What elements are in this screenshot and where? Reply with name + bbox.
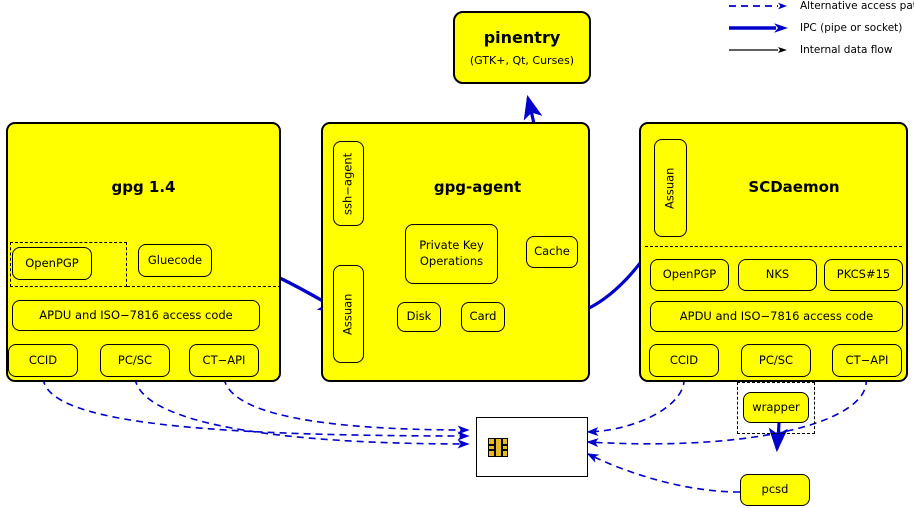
agent-node-cache[interactable]: Cache	[526, 236, 578, 268]
agent-node-private-key-operations[interactable]: Private Key Operations	[405, 224, 498, 284]
altpath-gpg-ccid-to-card	[42, 377, 470, 441]
agent-node-card[interactable]: Card	[461, 302, 505, 332]
altpath-scd-ccid-to-card	[586, 377, 685, 437]
scd-divider	[645, 246, 902, 247]
gpg-node-pcsc[interactable]: PC/SC	[100, 344, 170, 377]
pinentry-box[interactable]: pinentry (GTK+, Qt, Curses)	[453, 11, 591, 84]
scd-node-pkcs15[interactable]: PKCS#15	[824, 259, 903, 291]
gpg-node-gluecode[interactable]: Gluecode	[138, 244, 212, 277]
legend-item-alternative-access-paths: Alternative access paths	[728, 0, 914, 12]
legend-label-ipc: IPC (pipe or socket)	[800, 22, 903, 34]
scd-node-nks[interactable]: NKS	[738, 259, 817, 291]
gpg-card-driver-region	[10, 242, 127, 287]
scd-node-ctapi[interactable]: CT−API	[832, 344, 902, 377]
legend-thin-arrow-icon	[729, 47, 787, 53]
legend-label-alternative-access-paths: Alternative access paths	[800, 0, 914, 12]
node-pcscd[interactable]: pcsd	[740, 474, 810, 506]
legend-label-internal-data-flow: Internal data flow	[800, 44, 893, 56]
altpath-gpg-ctapi-to-card	[223, 377, 470, 435]
scd-node-ccid[interactable]: CCID	[649, 344, 719, 377]
agent-node-disk[interactable]: Disk	[397, 302, 441, 332]
node-wrapper[interactable]: wrapper	[743, 392, 809, 423]
scd-node-assuan[interactable]: Assuan	[654, 139, 687, 237]
legend-thick-arrow-icon	[729, 23, 788, 33]
gpg-node-ccid[interactable]: CCID	[8, 344, 78, 377]
gpg-node-ctapi[interactable]: CT−API	[189, 344, 259, 377]
pinentry-subtitle: (GTK+, Qt, Curses)	[469, 54, 575, 67]
scd-node-pcsc[interactable]: PC/SC	[741, 344, 811, 377]
panel-scdaemon-title: SCDaemon	[748, 178, 840, 196]
altpath-gpg-pcsc-to-card	[134, 377, 470, 449]
smartcard-chip-icon	[488, 438, 508, 457]
gpg-card-driver-region-extension	[127, 286, 281, 287]
legend-dashed-line-icon	[729, 2, 787, 10]
scd-node-openpgp[interactable]: OpenPGP	[650, 259, 729, 291]
agent-node-ssh-agent[interactable]: ssh−agent	[333, 141, 364, 226]
legend-item-ipc: IPC (pipe or socket)	[728, 22, 902, 34]
scd-node-apdu[interactable]: APDU and ISO−7816 access code	[650, 301, 903, 332]
altpath-pcscd-to-card	[586, 453, 741, 493]
smartcard[interactable]	[476, 417, 588, 477]
gpg-node-openpgp[interactable]: OpenPGP	[12, 247, 92, 280]
private-key-ops-line1: Private Key	[419, 238, 484, 253]
legend-item-internal-data-flow: Internal data flow	[728, 44, 892, 56]
panel-gpg-title: gpg 1.4	[111, 178, 176, 196]
wrapper-region	[737, 382, 815, 434]
private-key-ops-line2: Operations	[419, 254, 484, 268]
gpg-node-apdu[interactable]: APDU and ISO−7816 access code	[12, 300, 260, 331]
panel-gpg-agent-title: gpg-agent	[433, 178, 522, 196]
pinentry-title: pinentry	[483, 28, 561, 47]
altpath-scd-ctapi-to-card	[586, 377, 867, 448]
agent-node-assuan[interactable]: Assuan	[333, 265, 364, 363]
